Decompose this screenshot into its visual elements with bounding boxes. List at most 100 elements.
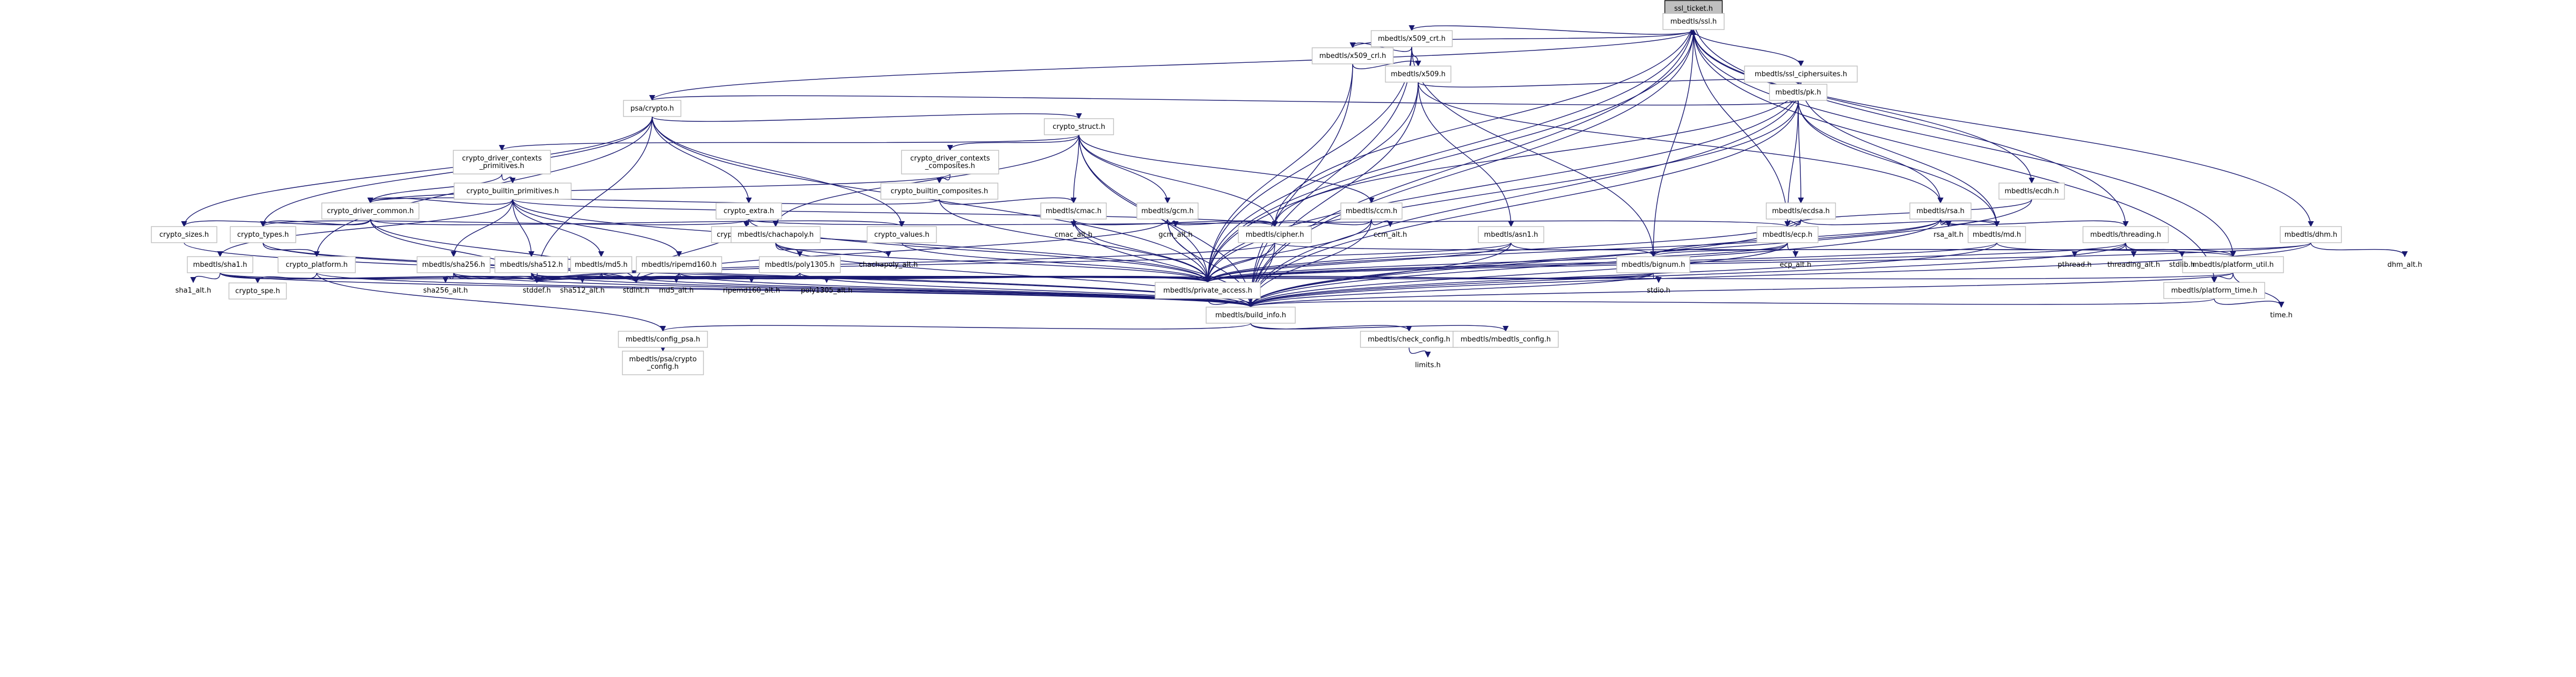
node-sha1[interactable]: mbedtls/sha1.h	[187, 256, 253, 273]
node-x509crt[interactable]: mbedtls/x509_crt.h	[1370, 30, 1453, 47]
node-pk[interactable]: mbedtls/pk.h	[1769, 84, 1828, 101]
node-ctxprim[interactable]: crypto_driver_contexts_primitives.h	[453, 150, 551, 174]
edge-ssl-ciphersuites	[1693, 29, 1804, 67]
node-cmac[interactable]: mbedtls/cmac.h	[1040, 202, 1107, 220]
node-label: mbedtls/check_config.h	[1368, 336, 1450, 344]
node-mbedconfig[interactable]: mbedtls/mbedtls_config.h	[1453, 331, 1559, 348]
node-configpsa[interactable]: mbedtls/config_psa.h	[618, 331, 708, 348]
node-x509[interactable]: mbedtls/x509.h	[1385, 65, 1451, 83]
edge-psacrypto-cryptostruct	[652, 113, 1082, 122]
node-poly1305[interactable]: mbedtls/poly1305.h	[758, 256, 841, 273]
node-box	[1765, 202, 1836, 220]
node-cryptotypes[interactable]: crypto_types.h	[230, 226, 296, 243]
edge-cryptostruct-ccm	[1078, 134, 1375, 204]
node-ssl[interactable]: mbedtls/ssl.h	[1662, 13, 1725, 30]
node-box	[1370, 30, 1453, 47]
node-x509crl[interactable]: mbedtls/x509_crl.h	[1311, 47, 1394, 64]
node-drvcommon[interactable]: crypto_driver_common.h	[321, 202, 420, 220]
edge-x509-privateaccess	[1205, 82, 1419, 283]
edge-x509-rsa	[1418, 82, 1944, 204]
node-threading[interactable]: mbedtls/threading.h	[2082, 226, 2169, 243]
node-ecdsa[interactable]: mbedtls/ecdsa.h	[1765, 202, 1836, 220]
edge-x509crt-bignum	[1411, 46, 1656, 258]
node-label: mbedtls/gcm.h	[1141, 207, 1193, 215]
node-cryptoconfig[interactable]: mbedtls/psa/crypto_config.h	[622, 351, 704, 375]
node-label: mbedtls/sha1.h	[193, 261, 247, 269]
edge-ecdsa-md	[1800, 219, 2000, 228]
edge-ccm-ccmalt	[1371, 219, 1393, 228]
node-label: cmac_alt.h	[1055, 231, 1092, 239]
node-stddef: stddef.h	[523, 287, 551, 295]
node-ccm[interactable]: mbedtls/ccm.h	[1340, 202, 1403, 220]
node-checkconfig[interactable]: mbedtls/check_config.h	[1360, 331, 1458, 348]
node-label: sha1_alt.h	[176, 287, 211, 295]
edge-platformutil-buildinfo	[1247, 272, 2234, 308]
node-buildinfo[interactable]: mbedtls/build_info.h	[1206, 307, 1296, 324]
edge-platformutil-platformtime	[2211, 272, 2234, 283]
node-box	[230, 226, 296, 243]
edge-ssl-bignum	[1650, 29, 1694, 258]
node-ripemd[interactable]: mbedtls/ripemd160.h	[636, 256, 723, 273]
edge-layer	[181, 0, 2408, 358]
edge-ciphersuites-cipher	[1272, 82, 1801, 228]
node-cryptoextra[interactable]: crypto_extra.h	[716, 202, 782, 220]
node-cryptostruct[interactable]: crypto_struct.h	[1043, 118, 1114, 135]
node-builtincomp[interactable]: crypto_builtin_composites.h	[880, 183, 998, 200]
edge-ciphersuites-buildinfo	[1247, 82, 1801, 308]
edge-chachapoly-poly1305	[775, 242, 803, 258]
node-bignum[interactable]: mbedtls/bignum.h	[1616, 256, 1690, 273]
node-platformutil[interactable]: mbedtls/platform_util.h	[2182, 256, 2284, 273]
node-ciphersuites[interactable]: mbedtls/ssl_ciphersuites.h	[1744, 65, 1858, 83]
node-label: sha256_alt.h	[423, 287, 468, 295]
node-cipher[interactable]: mbedtls/cipher.h	[1238, 226, 1312, 243]
node-gcm[interactable]: mbedtls/gcm.h	[1136, 202, 1199, 220]
edge-cryptostruct-cmac	[1070, 134, 1079, 204]
node-label: mbedtls/platform_time.h	[2171, 287, 2258, 295]
node-cryptospe[interactable]: crypto_spe.h	[228, 282, 287, 300]
edge-chachapoly-privateaccess	[775, 242, 1211, 283]
node-box	[1998, 183, 2065, 200]
edge-psacrypto-cryptoextra	[652, 116, 752, 204]
edge-x509crt-buildinfo	[1247, 46, 1412, 308]
node-dhm[interactable]: mbedtls/dhm.h	[2280, 226, 2342, 243]
node-label: crypto_driver_common.h	[327, 207, 414, 215]
edge-pk-rsa	[1798, 100, 1944, 204]
node-label: ecp_alt.h	[1780, 261, 1812, 269]
node-privateaccess[interactable]: mbedtls/private_access.h	[1155, 282, 1261, 299]
node-box	[187, 256, 253, 273]
node-box	[623, 100, 682, 117]
node-platformtime[interactable]: mbedtls/platform_time.h	[2163, 282, 2265, 299]
node-label: crypto_platform.h	[286, 261, 348, 269]
edge-cipher-stddef	[534, 242, 1275, 283]
node-ecp[interactable]: mbedtls/ecp.h	[1756, 226, 1819, 243]
node-cryptovalues[interactable]: crypto_values.h	[866, 226, 937, 243]
node-label: gcm_alt.h	[1158, 231, 1193, 239]
node-box	[454, 183, 572, 200]
edge-builtinprim-ripemd	[512, 199, 682, 258]
node-label: mbedtls/threading.h	[2090, 231, 2161, 239]
edge-pk-md	[1798, 100, 2000, 228]
node-ecdh[interactable]: mbedtls/ecdh.h	[1998, 183, 2065, 200]
node-cryptoplatform[interactable]: crypto_platform.h	[278, 256, 356, 273]
node-ctxcomp[interactable]: crypto_driver_contexts_composites.h	[901, 150, 999, 174]
node-builtinprim[interactable]: crypto_builtin_primitives.h	[454, 183, 572, 200]
edge-root-threading	[1693, 16, 2129, 228]
node-rsa[interactable]: mbedtls/rsa.h	[1909, 202, 1972, 220]
node-chachapoly[interactable]: mbedtls/chachapoly.h	[731, 226, 821, 243]
node-md[interactable]: mbedtls/md.h	[1967, 226, 2026, 243]
node-sha256[interactable]: mbedtls/sha256.h	[417, 256, 491, 273]
node-sha512[interactable]: mbedtls/sha512.h	[494, 256, 568, 273]
node-psacrypto[interactable]: psa/crypto.h	[623, 100, 682, 117]
node-cryptosizes[interactable]: crypto_sizes.h	[151, 226, 217, 243]
edge-x509crt-x509crl	[1349, 42, 1412, 52]
node-box	[716, 202, 782, 220]
node-label: mbedtls/ecdsa.h	[1772, 207, 1830, 215]
edge-ssl-ecp	[1693, 29, 1791, 228]
node-label: ripemd160_alt.h	[723, 287, 780, 295]
node-label: mbedtls/cmac.h	[1046, 207, 1101, 215]
node-label: mbedtls/ssl.h	[1670, 18, 1717, 26]
node-label: mbedtls/md5.h	[575, 261, 628, 269]
node-md5[interactable]: mbedtls/md5.h	[570, 256, 632, 273]
node-asn1[interactable]: mbedtls/asn1.h	[1478, 226, 1544, 243]
